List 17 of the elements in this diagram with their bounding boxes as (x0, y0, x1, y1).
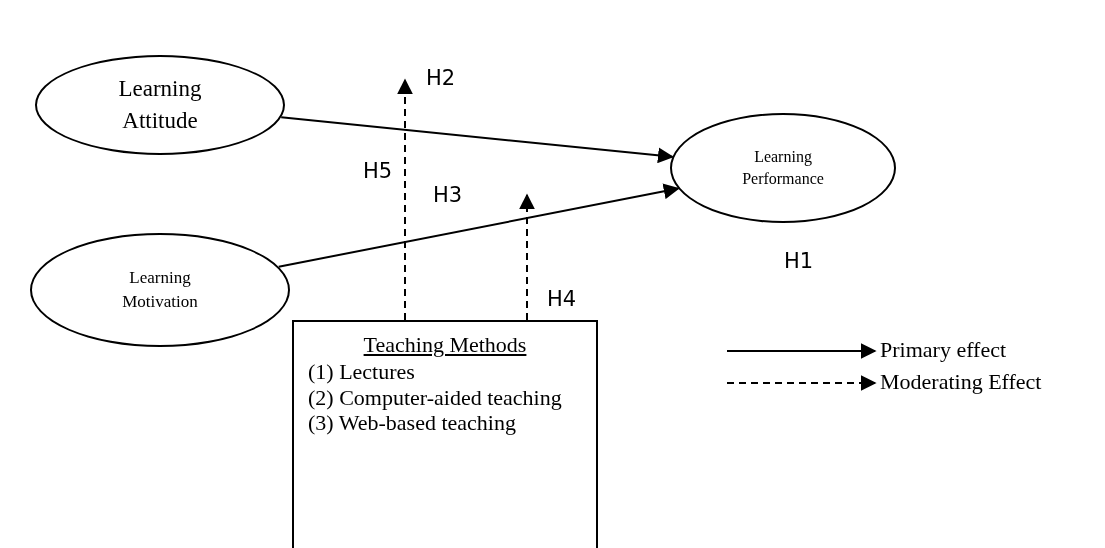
dashed-arrow (519, 193, 535, 321)
node-label: Learning Performance (741, 146, 825, 189)
moderator-box (292, 320, 598, 548)
arrow (280, 116, 674, 164)
arrow (277, 183, 680, 268)
node-label: Learning Motivation (121, 267, 199, 313)
dashed-arrow (397, 78, 413, 321)
construct-ellipse (670, 113, 896, 223)
list-item: (1) Lectures (308, 359, 416, 385)
legend-text: Primary effect (880, 339, 1007, 361)
list-item: (2) Computer-aided teaching (308, 384, 563, 410)
box-heading: Teaching Methods (363, 332, 527, 358)
list-item: (3) Web-based teaching (308, 409, 516, 436)
legend-text: Moderating Effect (880, 371, 1042, 393)
construct-ellipse (35, 55, 285, 155)
construct-ellipse (30, 233, 290, 347)
node-label: Learning Attitude (117, 74, 203, 135)
